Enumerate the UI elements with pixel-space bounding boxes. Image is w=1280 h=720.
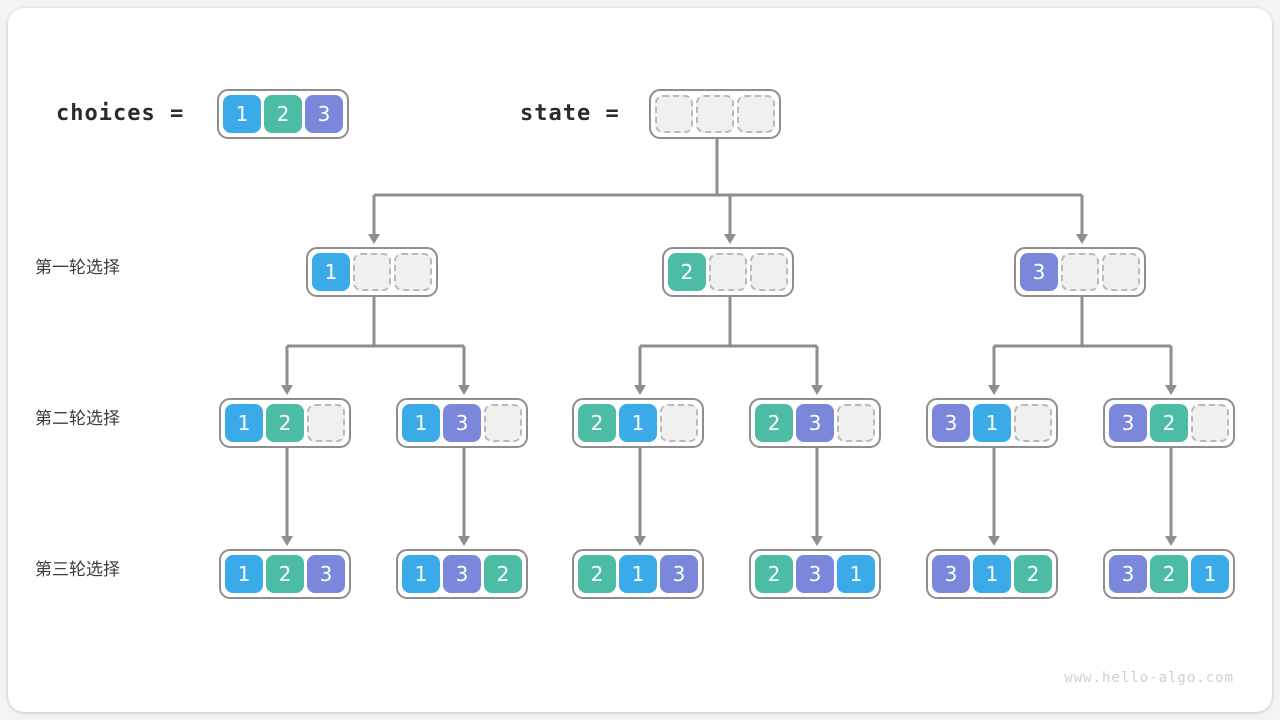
round3-node-1-cell-0: 1 bbox=[402, 555, 440, 593]
round3-node-5-cell-0: 3 bbox=[1109, 555, 1147, 593]
round3-node-1-cell-1: 3 bbox=[443, 555, 481, 593]
choices-cell-2: 3 bbox=[305, 95, 343, 133]
round3-node-5-cell-1: 2 bbox=[1150, 555, 1188, 593]
round3-node-4-cell-1: 1 bbox=[973, 555, 1011, 593]
round3-node-3-cell-0: 2 bbox=[755, 555, 793, 593]
round1-node-0: 1 bbox=[306, 247, 438, 297]
row-label-round1: 第一轮选择 bbox=[35, 258, 120, 278]
round2-node-4-cell-2 bbox=[1014, 404, 1052, 442]
round2-node-0-cell-1: 2 bbox=[266, 404, 304, 442]
round2-node-4-cell-0: 3 bbox=[932, 404, 970, 442]
round2-node-0-cell-0: 1 bbox=[225, 404, 263, 442]
round3-node-0-cell-1: 2 bbox=[266, 555, 304, 593]
round1-node-0-cell-1 bbox=[353, 253, 391, 291]
round2-node-1-cell-2 bbox=[484, 404, 522, 442]
round2-node-3-cell-1: 3 bbox=[796, 404, 834, 442]
round2-node-1-cell-0: 1 bbox=[402, 404, 440, 442]
round1-node-1-cell-1 bbox=[709, 253, 747, 291]
round2-node-2-cell-1: 1 bbox=[619, 404, 657, 442]
round2-node-3-cell-2 bbox=[837, 404, 875, 442]
round1-node-2-cell-0: 3 bbox=[1020, 253, 1058, 291]
round3-node-0-cell-2: 3 bbox=[307, 555, 345, 593]
round3-node-3-cell-1: 3 bbox=[796, 555, 834, 593]
round1-node-2: 3 bbox=[1014, 247, 1146, 297]
round2-node-4-cell-1: 1 bbox=[973, 404, 1011, 442]
tree-connectors bbox=[281, 135, 1177, 546]
round3-node-1-cell-2: 2 bbox=[484, 555, 522, 593]
round2-node-1-cell-1: 3 bbox=[443, 404, 481, 442]
round2-node-5-cell-2 bbox=[1191, 404, 1229, 442]
round1-node-2-cell-1 bbox=[1061, 253, 1099, 291]
state-cell-2 bbox=[737, 95, 775, 133]
state-label: state = bbox=[520, 101, 620, 126]
round1-node-1-cell-2 bbox=[750, 253, 788, 291]
round1-node-2-cell-2 bbox=[1102, 253, 1140, 291]
round3-node-5-cell-2: 1 bbox=[1191, 555, 1229, 593]
row-label-round3: 第三轮选择 bbox=[35, 560, 120, 580]
choices-cell-0: 1 bbox=[223, 95, 261, 133]
round3-node-0-cell-0: 1 bbox=[225, 555, 263, 593]
round3-node-4-cell-0: 3 bbox=[932, 555, 970, 593]
round3-node-2-cell-2: 3 bbox=[660, 555, 698, 593]
row-label-round2: 第二轮选择 bbox=[35, 409, 120, 429]
round2-node-2-cell-0: 2 bbox=[578, 404, 616, 442]
round1-node-1-cell-0: 2 bbox=[668, 253, 706, 291]
state-array bbox=[649, 89, 781, 139]
round1-node-0-cell-0: 1 bbox=[312, 253, 350, 291]
round3-node-2-cell-0: 2 bbox=[578, 555, 616, 593]
round2-node-2-cell-2 bbox=[660, 404, 698, 442]
round2-node-0-cell-2 bbox=[307, 404, 345, 442]
round3-node-2-cell-1: 1 bbox=[619, 555, 657, 593]
choices-label: choices = bbox=[56, 101, 185, 126]
watermark: www.hello-algo.com bbox=[1064, 670, 1234, 686]
round2-node-5-cell-1: 2 bbox=[1150, 404, 1188, 442]
round1-node-0-cell-2 bbox=[394, 253, 432, 291]
state-cell-1 bbox=[696, 95, 734, 133]
state-cell-0 bbox=[655, 95, 693, 133]
round3-node-4-cell-2: 2 bbox=[1014, 555, 1052, 593]
round2-node-3-cell-0: 2 bbox=[755, 404, 793, 442]
choices-cell-1: 2 bbox=[264, 95, 302, 133]
round1-node-1: 2 bbox=[662, 247, 794, 297]
round3-node-3-cell-2: 1 bbox=[837, 555, 875, 593]
round2-node-5-cell-0: 3 bbox=[1109, 404, 1147, 442]
